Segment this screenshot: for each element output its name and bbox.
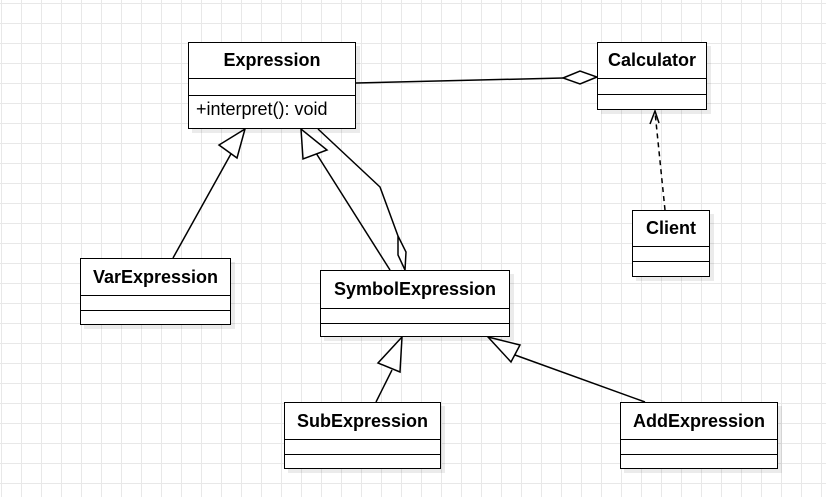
dependency-arrowhead (649, 108, 660, 125)
class-expression[interactable]: Expression +interpret(): void (188, 42, 356, 129)
class-name: Calculator (598, 43, 706, 79)
generalization-triangle-add (485, 335, 522, 364)
attributes-compartment (285, 440, 440, 455)
class-name: Expression (189, 43, 355, 79)
class-client[interactable]: Client (632, 210, 710, 277)
generalization-triangle-var (217, 127, 247, 160)
attributes-compartment (321, 309, 509, 324)
generalization-triangle-symbol (300, 127, 329, 161)
attributes-compartment (189, 79, 355, 96)
class-name: AddExpression (621, 403, 777, 440)
edge-expression-calculator[interactable] (355, 77, 564, 84)
edge-add-symbol[interactable] (514, 354, 646, 403)
operation-interpret: +interpret(): void (196, 99, 328, 119)
class-name: SubExpression (285, 403, 440, 440)
class-sub-expression[interactable]: SubExpression (284, 402, 441, 469)
class-add-expression[interactable]: AddExpression (620, 402, 778, 469)
attributes-compartment (81, 296, 230, 311)
edge-expression-symbol-aggregation[interactable] (317, 128, 399, 237)
aggregation-diamond-calculator (560, 70, 600, 85)
aggregation-diamond-symbol (397, 235, 407, 271)
attributes-compartment (621, 440, 777, 455)
class-name: VarExpression (81, 259, 230, 296)
class-var-expression[interactable]: VarExpression (80, 258, 231, 325)
class-name: Client (633, 211, 709, 247)
generalization-triangle-sub (376, 334, 403, 374)
edge-var-expression[interactable] (172, 151, 233, 259)
attributes-compartment (598, 79, 706, 95)
class-calculator[interactable]: Calculator (597, 42, 707, 110)
attributes-compartment (633, 247, 709, 262)
edge-symbol-expression[interactable] (315, 152, 391, 271)
class-name: SymbolExpression (321, 271, 509, 309)
class-symbol-expression[interactable]: SymbolExpression (320, 270, 510, 337)
edge-client-calculator[interactable] (654, 111, 666, 211)
edge-sub-symbol[interactable] (375, 369, 393, 403)
